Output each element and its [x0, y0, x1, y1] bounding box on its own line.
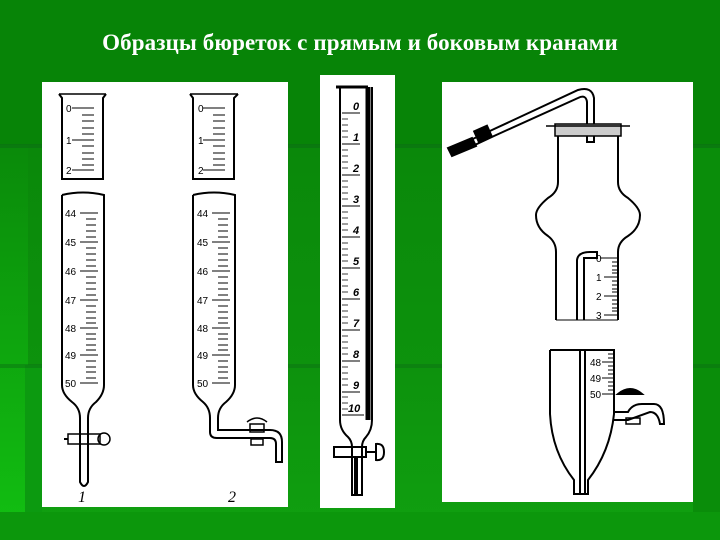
scale-label: 2	[352, 163, 359, 175]
figure-panel-bulb-burette: 0 1 2 3 48 49 50	[442, 82, 693, 502]
scale-label: 3	[596, 311, 602, 322]
scale-label: 0	[596, 254, 602, 265]
background-left-strip	[0, 145, 28, 540]
scale-label: 48	[197, 324, 209, 335]
scale-label: 44	[65, 209, 77, 220]
background-bottom-band	[0, 512, 720, 540]
scale-label: 8	[353, 349, 360, 361]
scale-label: 46	[197, 267, 209, 278]
burette-illustration: 0 1 2 44 45 46 47 48 49 50 0 1 2 44 45 4…	[58, 93, 283, 506]
scale-label: 3	[353, 194, 359, 206]
scale-label: 0	[353, 101, 360, 113]
burette-illustration: 0 1 2 3 4 5 6 7 8 9 10	[333, 85, 386, 496]
scale-label: 48	[65, 324, 77, 335]
scale-label: 2	[198, 166, 204, 177]
scale-label: 0	[66, 104, 72, 115]
scale-label: 47	[65, 296, 77, 307]
scale-label: 5	[353, 256, 360, 268]
scale-label: 50	[65, 379, 77, 390]
scale-label: 49	[197, 351, 209, 362]
scale-label: 45	[65, 238, 77, 249]
scale-label: 50	[590, 390, 602, 401]
background-left-block	[25, 365, 42, 540]
scale-label: 6	[353, 287, 360, 299]
scale-label: 0	[198, 104, 204, 115]
figure-caption: 1	[78, 489, 86, 506]
background-right-strip	[693, 145, 720, 540]
scale-label: 47	[197, 296, 209, 307]
scale-label: 2	[66, 166, 72, 177]
scale-label: 1	[198, 136, 204, 147]
scale-label: 49	[590, 374, 602, 385]
scale-label: 2	[596, 292, 602, 303]
scale-label: 10	[348, 403, 361, 415]
scale-label: 4	[352, 225, 359, 237]
figure-panel-long-burette: 0 1 2 3 4 5 6 7 8 9 10	[320, 75, 395, 508]
scale-label: 1	[66, 136, 72, 147]
figure-caption: 2	[228, 489, 236, 506]
figure-panel-two-burettes: 0 1 2 44 45 46 47 48 49 50 0 1 2 44 45 4…	[42, 82, 288, 507]
scale-label: 9	[353, 380, 360, 392]
scale-label: 50	[197, 379, 209, 390]
scale-label: 49	[65, 351, 77, 362]
burette-illustration: 0 1 2 3 48 49 50	[446, 88, 666, 495]
scale-label: 48	[590, 358, 602, 369]
scale-label: 44	[197, 209, 209, 220]
slide-title: Образцы бюреток с прямым и боковым крана…	[102, 30, 618, 55]
scale-label: 1	[596, 273, 602, 284]
scale-label: 1	[353, 132, 359, 144]
scale-label: 46	[65, 267, 77, 278]
scale-label: 45	[197, 238, 209, 249]
scale-label: 7	[353, 318, 360, 330]
